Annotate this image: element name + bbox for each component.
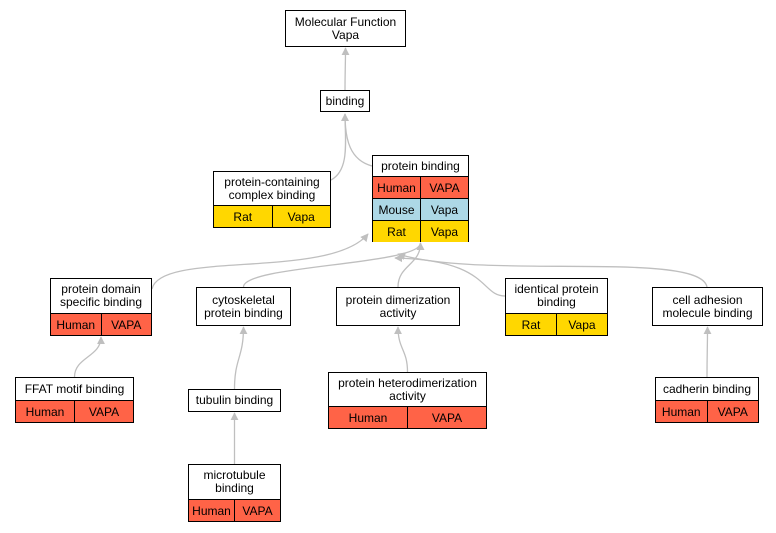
go-term-title: binding — [321, 91, 369, 111]
edge-protein_containing-to-binding — [330, 113, 350, 181]
go-term-title-line: FFAT motif binding — [24, 381, 125, 396]
go-term-title-line: specific binding — [59, 295, 143, 309]
edge-protein_domain-to-protein_binding — [151, 233, 369, 290]
edge-ffat-to-protein_domain — [73, 336, 105, 378]
species-label: Rat — [521, 317, 541, 332]
go-term-title: cadherin binding — [656, 378, 758, 400]
go-term-title-line: identical protein — [514, 282, 599, 296]
annotation-row-human: Human VAPA — [51, 313, 151, 335]
gene-label: Vapa — [271, 206, 331, 227]
gene-label: VAPA — [407, 407, 486, 428]
species-label: Rat — [387, 224, 406, 239]
species-label: Human — [348, 410, 388, 425]
species-label: Human — [377, 180, 416, 195]
go-term-title: FFAT motif binding — [16, 378, 133, 400]
go-term-title-line: protein-containing — [224, 174, 320, 189]
go-term-title-line: protein domain — [61, 282, 141, 296]
annotation-row-rat: Rat Vapa — [214, 205, 330, 227]
edge-cytoskeletal-to-protein_binding — [242, 242, 425, 288]
edge-heterodimerization-to-dimerization — [394, 326, 409, 373]
annotation-row-human: Human VAPA — [16, 400, 133, 422]
go-term-title-line: activity — [379, 305, 417, 320]
edge-cell_adhesion-to-protein_binding — [397, 252, 708, 288]
go-term-title-line: cadherin binding — [662, 381, 752, 396]
edge-dimerization-to-protein_binding — [397, 242, 425, 288]
go-term-title: tubulin binding — [189, 390, 280, 411]
go-term-title-line: tubulin binding — [195, 393, 274, 407]
annotation-row-rat: Rat Vapa — [506, 313, 607, 335]
go-term-title-line: protein binding — [204, 305, 283, 320]
go-term-title-line: protein heterodimerization — [338, 375, 477, 390]
go-term-title: protein binding — [373, 156, 468, 176]
go-term-title-line: activity — [389, 388, 426, 403]
go-term-title-line: binding — [215, 481, 254, 495]
go-term-title-line: complex binding — [228, 187, 316, 202]
go-term-title-line: microtubule — [203, 468, 266, 482]
go-term-title-line: binding — [325, 93, 365, 108]
annotation-row-mouse: Mouse Vapa — [373, 198, 468, 220]
species-label: Human — [192, 503, 231, 518]
gene-label: VAPA — [234, 500, 280, 521]
gene-label: VAPA — [420, 177, 468, 198]
gene-label: Vapa — [420, 199, 468, 220]
go-term-title-line: binding — [537, 295, 576, 309]
go-term-title-line: cytoskeletal — [212, 292, 275, 307]
annotation-row-human: Human VAPA — [656, 400, 758, 422]
annotation-row-rat: Rat Vapa — [373, 220, 468, 242]
gene-label: VAPA — [74, 401, 133, 422]
species-label: Mouse — [378, 202, 415, 217]
go-term-node-tubulin-binding[interactable]: tubulin binding — [188, 389, 281, 412]
species-label: Rat — [233, 209, 253, 224]
gene-label: VAPA — [706, 401, 759, 422]
go-term-title-line: cell adhesion — [672, 292, 743, 307]
species-label: Human — [56, 317, 96, 332]
species-label: Human — [25, 404, 65, 419]
gene-label: Vapa — [420, 221, 468, 242]
go-term-title-line: molecule binding — [662, 305, 753, 320]
go-term-title-line: protein binding — [381, 158, 460, 173]
annotation-row-human: Human VAPA — [373, 176, 468, 198]
go-term-node-binding[interactable]: binding — [320, 90, 370, 112]
edge-protein_binding-to-binding — [341, 113, 373, 167]
go-term-title-line: Vapa — [331, 27, 360, 42]
annotation-row-human: Human VAPA — [329, 406, 486, 428]
go-term-title-line: Molecular Function — [294, 14, 397, 29]
edge-tubulin-to-cytoskeletal — [233, 326, 248, 390]
edge-binding-to-root — [341, 47, 350, 91]
gene-label: Vapa — [556, 314, 607, 335]
species-label: Human — [661, 404, 701, 419]
go-term-title-line: protein dimerization — [345, 292, 451, 307]
gene-label: VAPA — [100, 314, 152, 335]
edge-cadherin-to-cell_adhesion — [703, 326, 712, 378]
